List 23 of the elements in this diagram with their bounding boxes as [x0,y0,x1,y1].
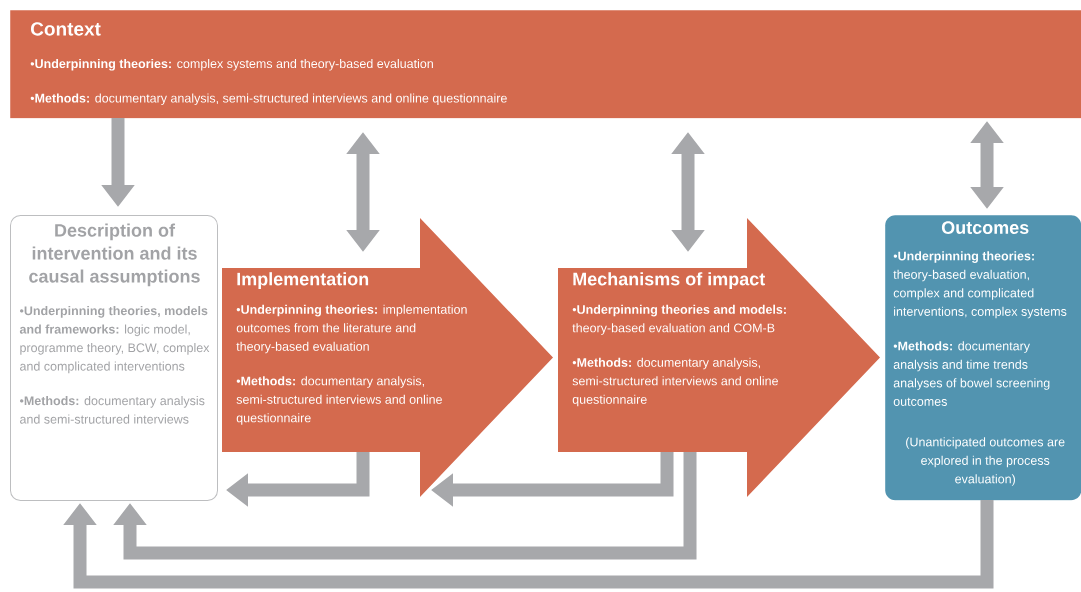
bullet-text: •Methods: documentary analysis, semi-structured interviews and online questionnaire [236,376,442,425]
rounded-box [10,215,218,501]
box-title: Implementation [237,272,369,289]
bullet-text: •Methods: documentary analysis, semi-structured interviews and online questionnaire [30,93,507,106]
note-text: (Unanticipated outcomes are explored in the process evaluation) [906,437,1065,486]
bullet-text: •Underpinning theories: implementation outcomes from the literature and theory-based evaluation [236,304,467,354]
box-title: Mechanisms of impact [573,272,765,289]
bullet-text: •Underpinning theories and models: theory-based evaluation and COM-B [572,304,786,335]
bullet-text: •Underpinning theories: complex systems and theory-based evaluation [30,58,433,71]
box-title: Description of intervention and its causal assumptions [29,223,200,287]
bullet-text: •Methods: documentary analysis and semi-structured interviews [20,396,205,424]
arrow [63,500,994,589]
arrow-shaped-box [558,218,880,497]
rounded-box [885,215,1081,501]
bullet-text: •Methods: documentary analysis and time trends analyses of bowel screening outcomes [893,341,1050,406]
arrow [113,452,697,560]
bullet-text: •Underpinning theories, models and frameworks: logic model, programme theory, BCW, complex and complicated interventions [19,306,210,374]
arrow-shaped-box [222,218,553,497]
box-title: Context [31,22,101,36]
bullet-text: •Methods: documentary analysis, semi-structured interviews and online questionnaire [572,357,778,407]
bullet-text: •Underpinning theories: theory-based evaluation, complex and complicated interventions, complex systems [893,251,1067,319]
context-banner [10,10,1081,119]
box-title: Outcomes [941,221,1029,234]
